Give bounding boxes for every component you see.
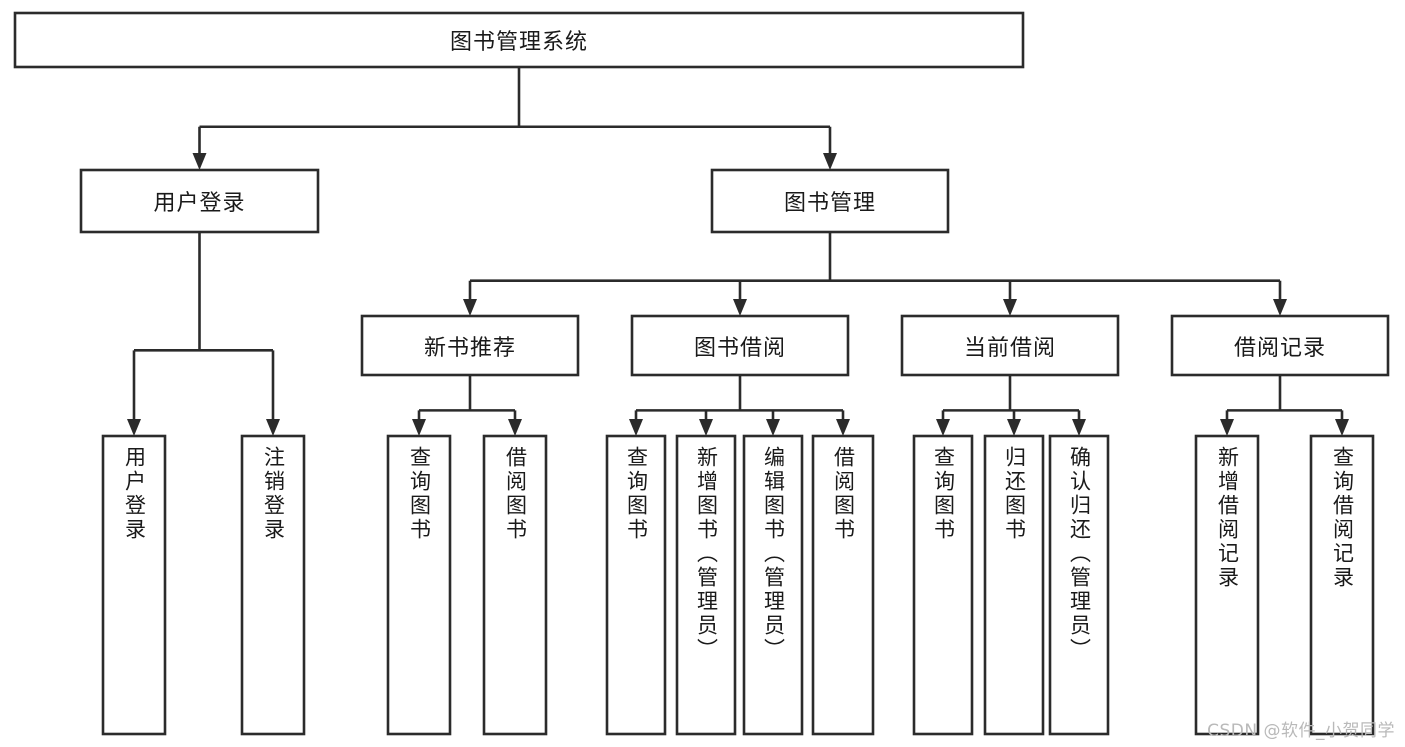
node-box-leaf-cb-confirm[interactable] [1048, 434, 1110, 736]
arrow-head-icon [733, 299, 747, 316]
arrow-head-icon [1007, 419, 1021, 436]
arrow-head-icon [412, 419, 426, 436]
node-box-new-book-rec[interactable] [360, 314, 580, 377]
arrow-head-icon [699, 419, 713, 436]
node-box-root[interactable] [13, 11, 1025, 69]
node-box-leaf-bb-add[interactable] [675, 434, 737, 736]
arrow-head-icon [766, 419, 780, 436]
arrow-head-icon [629, 419, 643, 436]
node-box-book-manage[interactable] [710, 168, 950, 234]
arrow-head-icon [266, 419, 280, 436]
node-box-leaf-bb-query[interactable] [605, 434, 667, 736]
arrow-head-icon [823, 153, 837, 170]
node-box-leaf-logout[interactable] [240, 434, 306, 736]
arrow-head-icon [936, 419, 950, 436]
node-box-leaf-cb-query[interactable] [912, 434, 974, 736]
node-box-leaf-rec-query[interactable] [386, 434, 452, 736]
node-box-user-login[interactable] [79, 168, 320, 234]
arrow-head-icon [1072, 419, 1086, 436]
node-box-leaf-bb-edit[interactable] [742, 434, 804, 736]
node-box-leaf-br-add[interactable] [1194, 434, 1260, 736]
arrow-head-icon [508, 419, 522, 436]
node-box-borrow-record[interactable] [1170, 314, 1390, 377]
arrow-head-icon [192, 153, 207, 170]
node-box-layer [13, 11, 1390, 736]
arrow-head-icon [1273, 299, 1287, 316]
node-box-book-borrow[interactable] [630, 314, 850, 377]
arrow-head-icon [1220, 419, 1234, 436]
node-box-leaf-cb-return[interactable] [983, 434, 1045, 736]
arrow-head-icon [127, 419, 141, 436]
connector-layer [127, 67, 1349, 436]
node-box-leaf-user-login[interactable] [101, 434, 167, 736]
node-box-leaf-rec-borrow[interactable] [482, 434, 548, 736]
node-box-current-borrow[interactable] [900, 314, 1120, 377]
arrow-head-icon [1003, 299, 1017, 316]
arrow-head-icon [463, 299, 477, 316]
node-box-leaf-bb-borrow[interactable] [811, 434, 875, 736]
arrow-head-icon [836, 419, 850, 436]
arrow-head-icon [1335, 419, 1349, 436]
node-box-leaf-br-query[interactable] [1309, 434, 1375, 736]
